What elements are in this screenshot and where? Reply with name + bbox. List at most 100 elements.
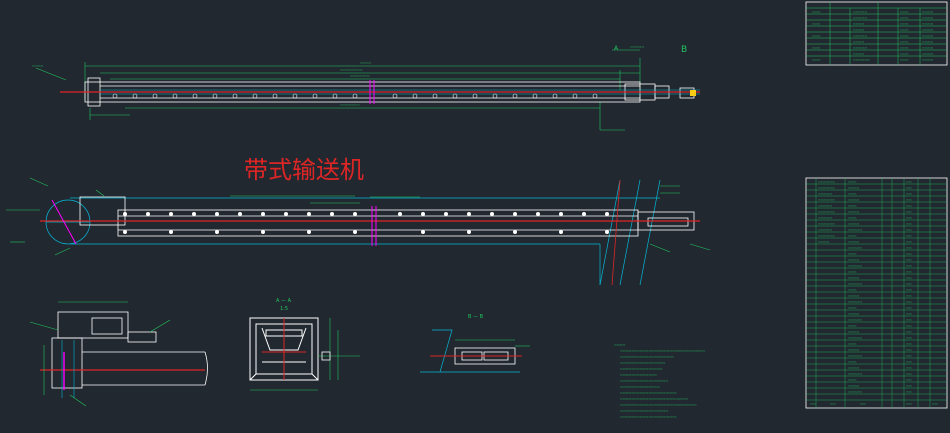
drawing-title: 带式输送机 bbox=[244, 156, 364, 184]
svg-text:▭▭: ▭▭ bbox=[906, 210, 912, 214]
svg-text:▭▭▭▭: ▭▭▭▭ bbox=[848, 312, 860, 316]
top-view-rollers bbox=[112, 93, 598, 99]
svg-text:▭▭: ▭▭ bbox=[906, 312, 912, 316]
svg-text:▭▭▭▭: ▭▭▭▭ bbox=[922, 46, 934, 50]
svg-text:▭▭▭: ▭▭▭ bbox=[848, 270, 857, 274]
top-view: ▭▭▭▭ ▭▭▭▭▭▭▭▭ ▭▭▭▭▭▭▭ ▭▭▭▭▭▭▭ ▭▭▭▭ ▭▭▭▭▭ bbox=[32, 45, 700, 131]
detail-drive-dimensions bbox=[29, 301, 171, 407]
side-view-chute-centerline bbox=[611, 179, 621, 286]
svg-text:▭▭▭▭▭: ▭▭▭▭▭ bbox=[818, 228, 832, 232]
svg-text:▭▭: ▭▭ bbox=[932, 402, 938, 406]
view-arrow-a-group: A bbox=[614, 45, 619, 52]
svg-text:▭▭▭▭▭▭▭: ▭▭▭▭▭▭▭ bbox=[350, 74, 370, 78]
top-view-dim-text: ▭▭▭▭ ▭▭▭▭▭▭▭▭ ▭▭▭▭▭▭▭ ▭▭▭▭▭▭▭ ▭▭▭▭ ▭▭▭▭▭ bbox=[32, 45, 644, 107]
spec-table-grid bbox=[806, 2, 947, 65]
svg-text:▭▭: ▭▭ bbox=[906, 186, 912, 190]
svg-text:▭▭: ▭▭ bbox=[830, 402, 836, 406]
spec-table-border bbox=[805, 1, 948, 66]
svg-text:▭▭▭▭: ▭▭▭▭ bbox=[922, 22, 934, 26]
svg-text:▭▭▭▭▭▭▭▭▭▭▭▭▭▭▭: ▭▭▭▭▭▭▭▭▭▭▭▭▭▭▭ bbox=[620, 367, 663, 371]
svg-text:▭▭: ▭▭ bbox=[906, 354, 912, 358]
svg-text:▭▭▭▭▭▭▭▭▭▭▭▭▭▭▭▭▭▭▭▭: ▭▭▭▭▭▭▭▭▭▭▭▭▭▭▭▭▭▭▭▭ bbox=[620, 391, 677, 395]
svg-text:▭▭: ▭▭ bbox=[906, 180, 912, 184]
svg-text:▭▭▭: ▭▭▭ bbox=[900, 22, 909, 26]
svg-text:▭▭: ▭▭ bbox=[906, 192, 912, 196]
svg-text:▭▭▭▭: ▭▭▭▭ bbox=[922, 16, 934, 20]
svg-text:▭▭▭▭▭: ▭▭▭▭▭ bbox=[848, 372, 862, 376]
svg-text:▭▭▭: ▭▭▭ bbox=[900, 58, 909, 62]
svg-text:▭▭▭▭: ▭▭▭▭ bbox=[853, 52, 865, 56]
svg-text:▭▭: ▭▭ bbox=[906, 360, 912, 364]
svg-text:▭▭▭▭▭: ▭▭▭▭▭ bbox=[818, 192, 832, 196]
svg-text:▭▭: ▭▭ bbox=[906, 282, 912, 286]
svg-text:▭▭▭▭▭: ▭▭▭▭▭ bbox=[853, 16, 867, 20]
svg-text:▭▭: ▭▭ bbox=[906, 372, 912, 376]
svg-text:▭▭▭▭▭: ▭▭▭▭▭ bbox=[848, 264, 862, 268]
svg-text:▭▭▭▭: ▭▭▭▭ bbox=[853, 28, 865, 32]
svg-text:▭▭▭: ▭▭▭ bbox=[812, 58, 821, 62]
detail-drive-hidden bbox=[61, 340, 75, 398]
svg-text:▭▭▭▭▭: ▭▭▭▭▭ bbox=[630, 45, 644, 49]
svg-text:▭▭▭: ▭▭▭ bbox=[900, 16, 909, 20]
side-view-idlers bbox=[123, 212, 609, 234]
svg-text:▭▭▭▭▭▭: ▭▭▭▭▭▭ bbox=[818, 186, 835, 190]
view-arrow-b-group: B bbox=[681, 45, 687, 55]
svg-text:▭▭▭: ▭▭▭ bbox=[900, 28, 909, 32]
svg-text:▭▭▭: ▭▭▭ bbox=[848, 204, 857, 208]
svg-text:▭▭▭▭▭▭▭▭▭▭▭▭▭▭▭▭▭: ▭▭▭▭▭▭▭▭▭▭▭▭▭▭▭▭▭ bbox=[620, 409, 668, 413]
svg-text:▭▭▭: ▭▭▭ bbox=[848, 306, 857, 310]
svg-text:▭▭: ▭▭ bbox=[906, 294, 912, 298]
svg-text:▭▭▭▭: ▭▭▭▭ bbox=[848, 186, 860, 190]
svg-text:▭▭: ▭▭ bbox=[906, 222, 912, 226]
section-a-a-label: A — A bbox=[276, 298, 292, 304]
svg-text:▭▭▭▭: ▭▭▭▭ bbox=[848, 222, 860, 226]
side-view-frame bbox=[79, 196, 695, 237]
view-arrow-a-label: A bbox=[614, 45, 619, 52]
svg-text:▭▭▭: ▭▭▭ bbox=[812, 10, 821, 14]
spec-table-cells: ▭▭▭▭▭▭▭▭▭▭▭▭▭▭▭ ▭▭▭▭▭▭▭▭▭▭▭▭▭▭▭ ▭▭▭▭▭▭▭▭… bbox=[812, 10, 934, 62]
svg-text:▭▭▭▭▭: ▭▭▭▭▭ bbox=[853, 46, 867, 50]
svg-text:▭▭▭▭▭: ▭▭▭▭▭ bbox=[848, 246, 862, 250]
svg-text:▭▭▭▭▭▭▭▭▭▭▭▭▭: ▭▭▭▭▭▭▭▭▭▭▭▭▭ bbox=[620, 373, 657, 377]
detail-view-drive bbox=[29, 301, 208, 407]
svg-text:▭▭▭▭▭: ▭▭▭▭▭ bbox=[848, 282, 862, 286]
svg-text:▭▭▭: ▭▭▭ bbox=[848, 252, 857, 256]
view-arrow-b-label: B bbox=[681, 45, 687, 55]
svg-text:▭▭▭▭▭▭: ▭▭▭▭▭▭ bbox=[818, 198, 835, 202]
svg-text:▭▭▭▭: ▭▭▭▭ bbox=[614, 343, 626, 347]
svg-text:▭▭: ▭▭ bbox=[906, 324, 912, 328]
svg-text:▭▭▭▭: ▭▭▭▭ bbox=[853, 22, 865, 26]
svg-text:▭▭▭▭: ▭▭▭▭ bbox=[848, 240, 860, 244]
svg-text:▭▭▭▭▭▭▭▭▭▭▭▭▭▭▭▭▭▭▭▭▭▭▭▭▭▭▭▭▭▭: ▭▭▭▭▭▭▭▭▭▭▭▭▭▭▭▭▭▭▭▭▭▭▭▭▭▭▭▭▭▭ bbox=[620, 349, 705, 353]
svg-text:▭▭▭: ▭▭▭ bbox=[848, 324, 857, 328]
section-a-a-scale: 1:5 bbox=[280, 306, 288, 312]
svg-text:▭▭▭▭▭▭: ▭▭▭▭▭▭ bbox=[818, 210, 835, 214]
svg-text:▭▭▭▭▭: ▭▭▭▭▭ bbox=[853, 10, 867, 14]
svg-text:▭▭: ▭▭ bbox=[906, 240, 912, 244]
svg-text:▭▭▭: ▭▭▭ bbox=[848, 378, 857, 382]
svg-text:▭▭▭▭▭: ▭▭▭▭▭ bbox=[848, 228, 862, 232]
svg-text:▭▭▭▭▭: ▭▭▭▭▭ bbox=[848, 336, 862, 340]
svg-text:▭▭▭▭: ▭▭▭▭ bbox=[922, 10, 934, 14]
svg-text:▭▭▭▭: ▭▭▭▭ bbox=[848, 348, 860, 352]
svg-text:▭▭: ▭▭ bbox=[906, 234, 912, 238]
svg-text:▭▭▭: ▭▭▭ bbox=[812, 22, 821, 26]
svg-text:▭▭▭▭: ▭▭▭▭ bbox=[848, 294, 860, 298]
svg-text:▭▭▭▭: ▭▭▭▭ bbox=[922, 58, 934, 62]
svg-text:▭▭: ▭▭ bbox=[906, 390, 912, 394]
section-a-a-bracket bbox=[321, 351, 331, 361]
svg-text:▭▭▭▭: ▭▭▭▭ bbox=[360, 61, 372, 65]
svg-text:▭▭: ▭▭ bbox=[906, 366, 912, 370]
svg-text:▭▭▭▭▭▭▭: ▭▭▭▭▭▭▭ bbox=[340, 103, 360, 107]
svg-text:▭▭▭: ▭▭▭ bbox=[900, 46, 909, 50]
technical-notes: ▭▭▭▭ ▭▭▭▭▭▭▭▭▭▭▭▭▭▭▭▭▭▭▭▭▭▭▭▭▭▭▭▭▭▭ ▭▭▭▭… bbox=[614, 343, 705, 419]
svg-text:▭▭: ▭▭ bbox=[860, 402, 866, 406]
section-b-b-outline bbox=[420, 329, 520, 373]
svg-text:▭▭▭▭▭▭: ▭▭▭▭▭▭ bbox=[818, 234, 835, 238]
svg-text:▭▭: ▭▭ bbox=[906, 384, 912, 388]
svg-text:▭▭▭▭▭: ▭▭▭▭▭ bbox=[848, 354, 862, 358]
svg-text:▭▭▭▭▭▭▭▭▭▭▭▭▭▭▭▭▭▭▭: ▭▭▭▭▭▭▭▭▭▭▭▭▭▭▭▭▭▭▭ bbox=[620, 355, 674, 359]
svg-text:▭▭: ▭▭ bbox=[906, 306, 912, 310]
svg-text:▭▭▭▭: ▭▭▭▭ bbox=[922, 52, 934, 56]
section-b-b-dimensions bbox=[455, 339, 530, 347]
